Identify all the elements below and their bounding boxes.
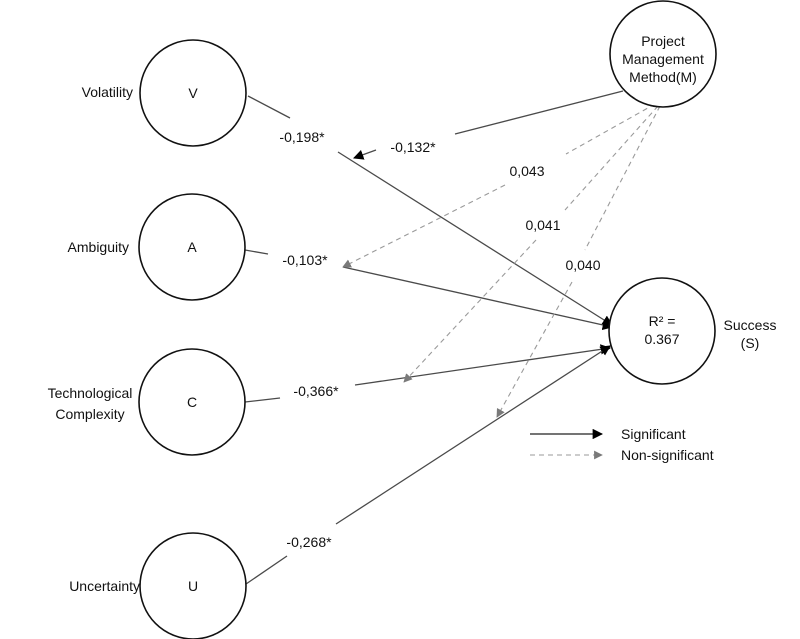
node-line2: Management [622, 51, 704, 67]
coef-m-vs: -0,132* [390, 139, 436, 155]
coef-m-as: 0,043 [509, 163, 544, 179]
node-label-line1: Technological [48, 385, 133, 401]
node-success: R² = 0.367 Success (S) [608, 277, 777, 385]
node-project-management-method: Project Management Method(M) [609, 0, 717, 108]
coef-m-cs: 0,041 [525, 217, 560, 233]
node-symbol: C [187, 394, 197, 410]
node-line1: Project [641, 33, 685, 49]
node-symbol: V [188, 85, 198, 101]
node-label: Volatility [82, 84, 133, 100]
node-symbol: U [188, 578, 198, 594]
coef-c-s: -0,366* [293, 383, 339, 399]
r-squared-label: R² = [649, 313, 676, 329]
path-v-to-s [247, 95, 613, 326]
coef-u-s: -0,268* [286, 534, 332, 550]
legend: Significant Non-significant [530, 426, 714, 463]
path-m-to-vs [353, 90, 624, 160]
path-m-to-as [342, 103, 656, 268]
node-label-line2: (S) [741, 335, 760, 351]
node-volatility: V Volatility [82, 39, 247, 147]
r-squared-value: 0.367 [644, 331, 679, 347]
node-symbol: A [187, 239, 197, 255]
node-line3: Method(M) [629, 69, 697, 85]
coef-v-s: -0,198* [279, 129, 325, 145]
legend-significant-label: Significant [621, 426, 686, 442]
path-m-to-us [496, 105, 661, 418]
node-ambiguity: A Ambiguity [68, 193, 246, 301]
coef-a-s: -0,103* [282, 252, 328, 268]
node-label: Uncertainty [69, 578, 140, 594]
legend-non-significant-label: Non-significant [621, 447, 714, 463]
node-uncertainty: U Uncertainty [69, 532, 247, 639]
path-c-to-s [244, 344, 612, 403]
path-u-to-s [245, 345, 611, 585]
node-technological-complexity: C Technological Complexity [48, 348, 246, 456]
node-label: Ambiguity [68, 239, 129, 255]
coef-m-us: 0,040 [565, 257, 600, 273]
node-label-line2: Complexity [55, 406, 124, 422]
path-a-to-s [244, 249, 614, 331]
node-label-line1: Success [724, 317, 777, 333]
